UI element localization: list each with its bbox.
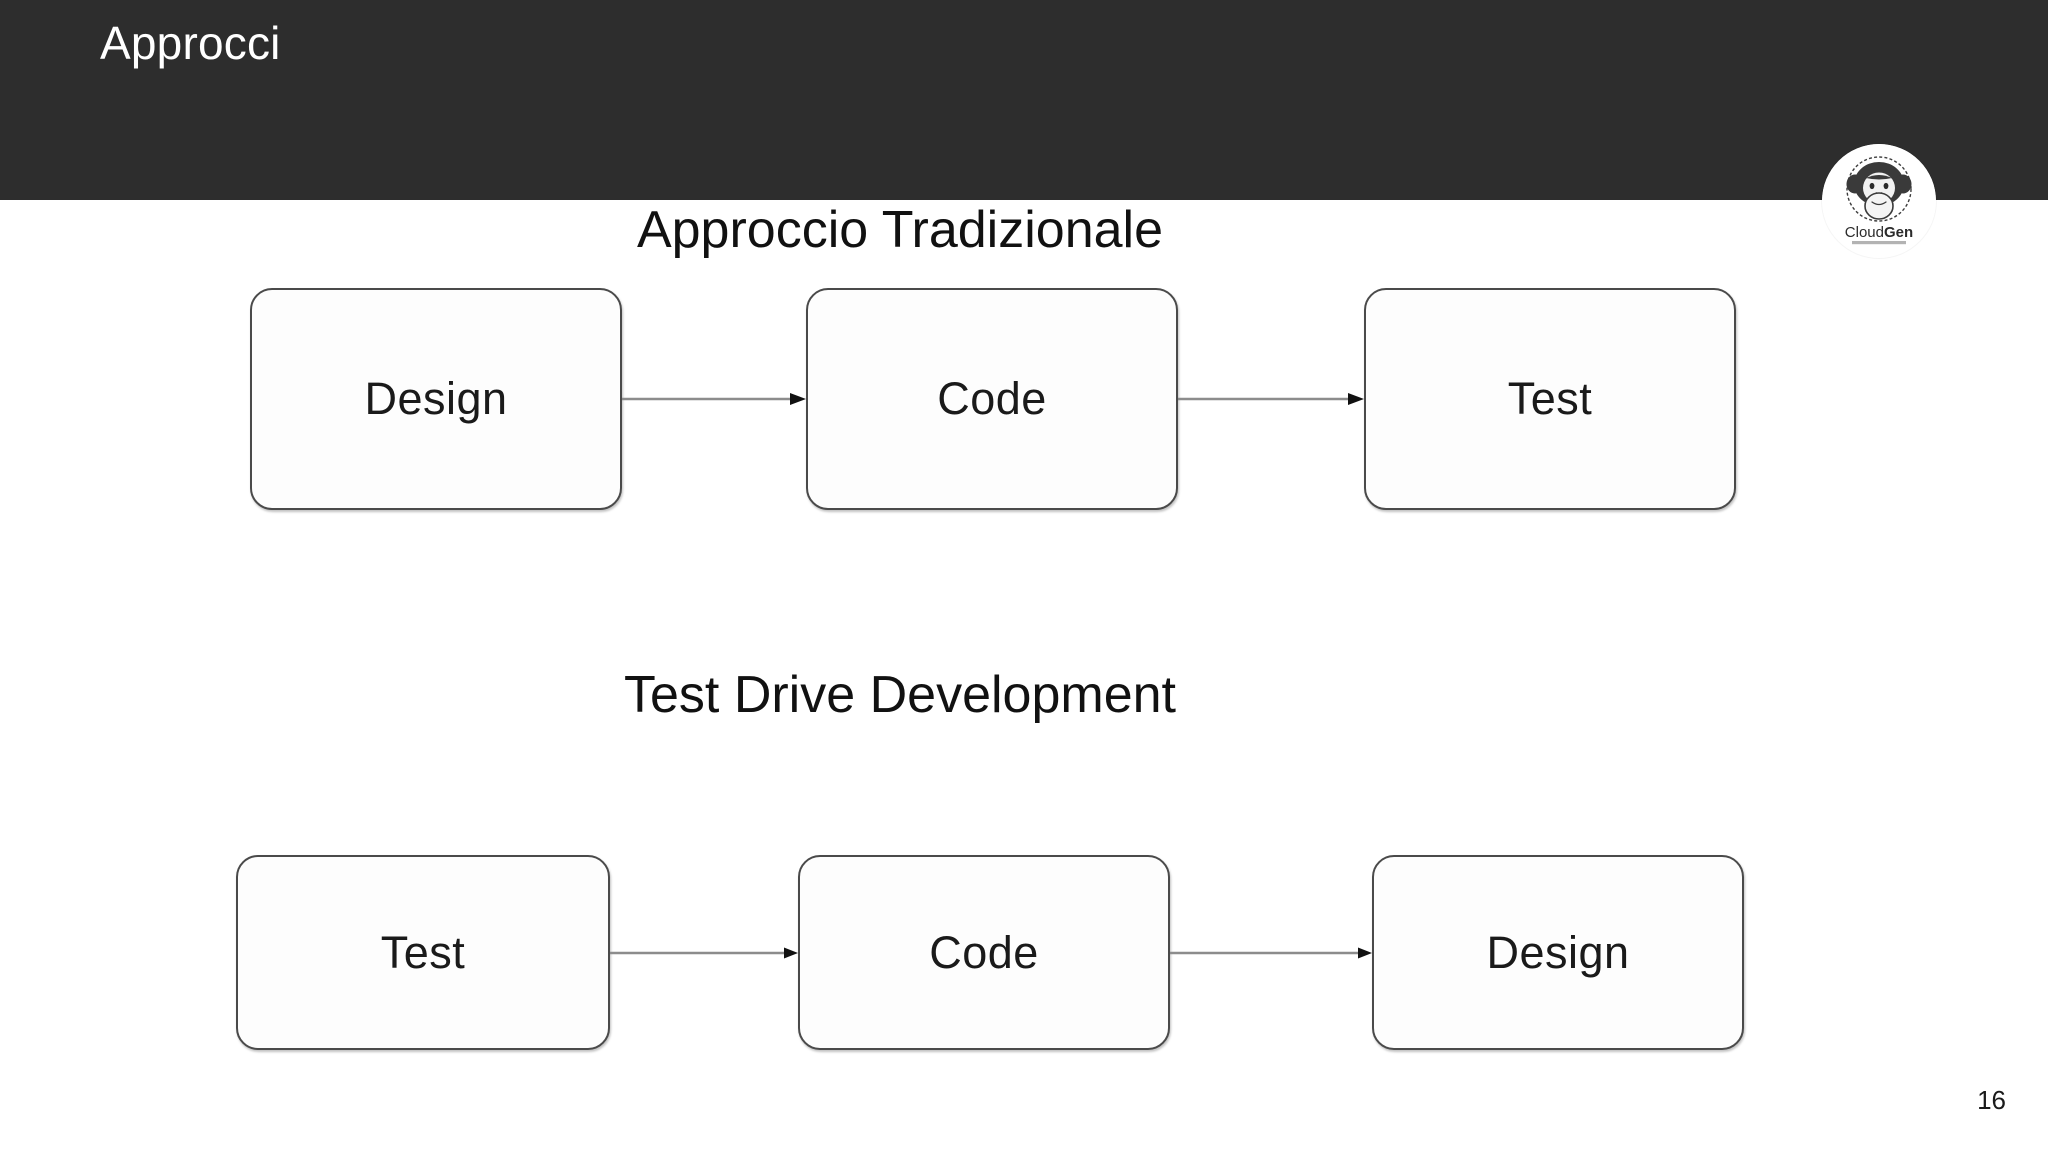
- flow-step-box[interactable]: Test: [236, 855, 610, 1050]
- slide-body: Approccio Tradizionale Design Code: [0, 200, 2048, 1152]
- arrow-design-to-code: [622, 389, 808, 409]
- arrow-code-to-design: [1170, 943, 1374, 963]
- flow-step-label: Design: [364, 373, 508, 424]
- flow-step-label: Code: [929, 926, 1039, 978]
- flow-step-label: Test: [380, 926, 466, 978]
- section-heading: Test Drive Development: [624, 666, 1176, 724]
- flow-step-label: Code: [937, 373, 1047, 424]
- slide-header-bar: [0, 0, 2048, 200]
- arrow-code-to-test: [1178, 389, 1366, 409]
- flow-diagram-tdd: Test Code Design: [0, 665, 2048, 1050]
- arrow-test-to-code: [610, 943, 800, 963]
- flow-step-box[interactable]: Test: [1364, 288, 1736, 510]
- page-title: Approcci: [100, 17, 281, 69]
- flow-step-box[interactable]: Design: [1372, 855, 1744, 1050]
- flow-diagram-traditional: Design Code Test: [0, 200, 2048, 510]
- flow-step-box[interactable]: Design: [250, 288, 622, 510]
- cloudgen-logo: CloudGen: [1822, 144, 1936, 258]
- page-number: 16: [1977, 1085, 2006, 1115]
- flow-step-label: Design: [1486, 926, 1630, 978]
- section-heading: Approccio Tradizionale: [636, 201, 1164, 259]
- svg-text:CloudGen: CloudGen: [1845, 224, 1913, 241]
- flow-step-label: Test: [1507, 373, 1593, 424]
- flow-step-box[interactable]: Code: [806, 288, 1178, 510]
- flow-step-box[interactable]: Code: [798, 855, 1170, 1050]
